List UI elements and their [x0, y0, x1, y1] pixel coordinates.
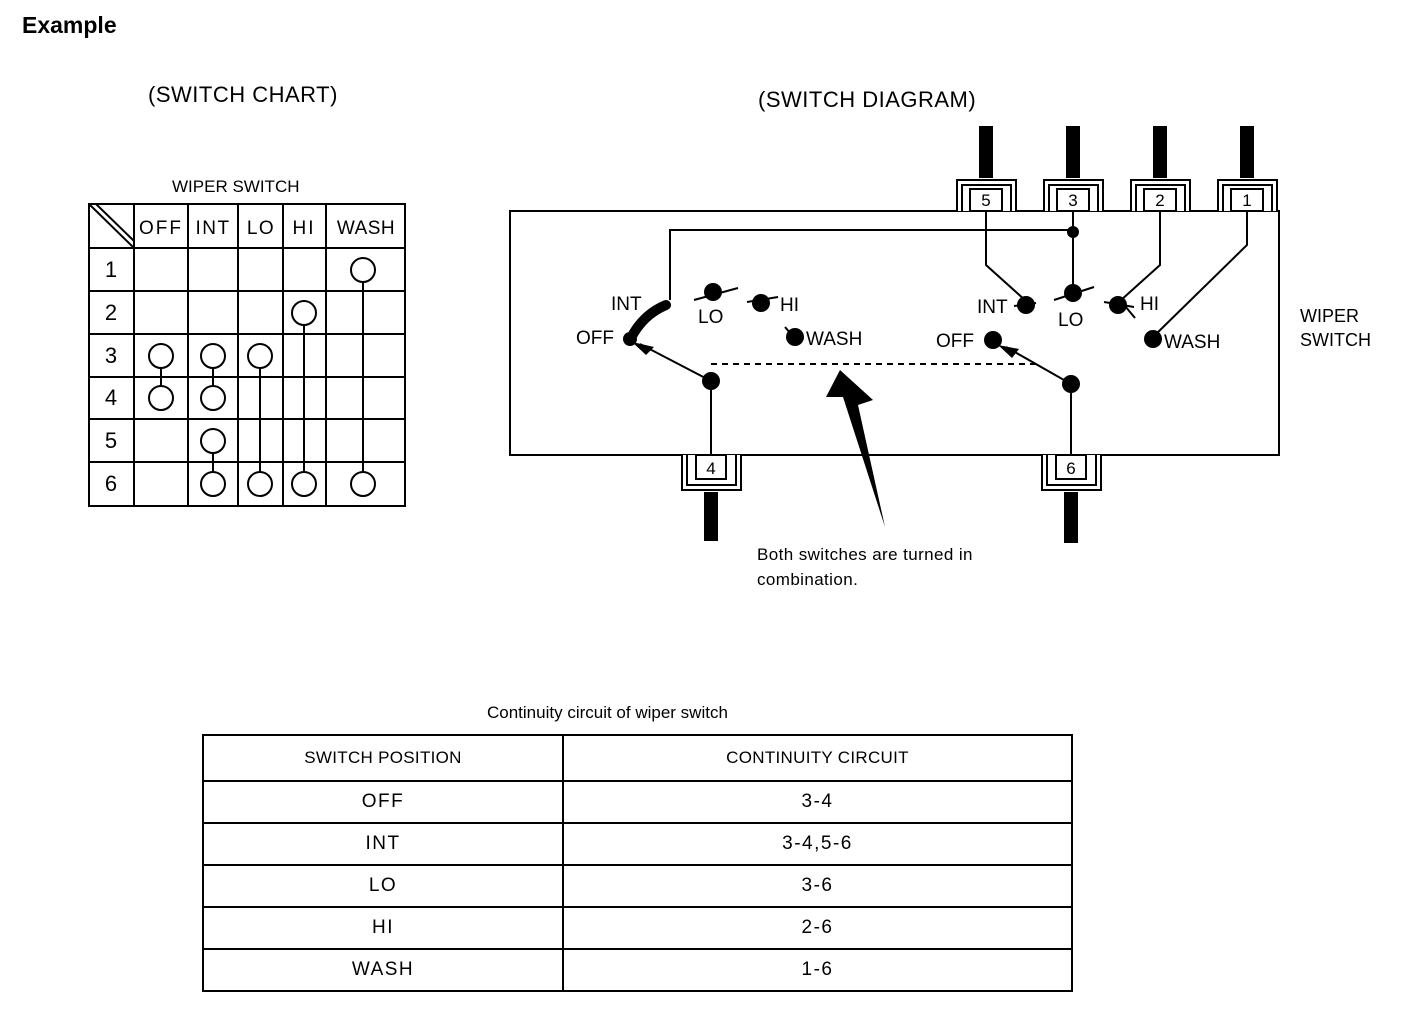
table-row: LO 3-6	[202, 864, 1073, 908]
chart-col-lo: LO	[247, 218, 275, 239]
terminal-4: 4	[706, 459, 715, 478]
wiper-label-line1: WIPER	[1300, 306, 1360, 326]
chart-row-2: 2	[105, 300, 117, 325]
switch-body	[509, 210, 1280, 456]
position-cell: LO	[202, 864, 564, 908]
right-hi-label: HI	[1140, 294, 1159, 315]
continuity-marker	[148, 343, 174, 369]
position-cell: INT	[202, 822, 564, 866]
terminal-2: 2	[1155, 191, 1164, 210]
circuit-cell: 3-4,5-6	[562, 822, 1073, 866]
switch-chart-grid	[88, 203, 406, 507]
circuit-cell: 3-4	[562, 780, 1073, 824]
chart-row-6: 6	[105, 471, 117, 496]
switch-diagram-heading: (SWITCH DIAGRAM)	[758, 87, 977, 112]
table-row: HI 2-6	[202, 906, 1073, 950]
diagram-caption: Both switches are turned in combination.	[757, 542, 973, 592]
switch-chart-connections	[148, 257, 376, 497]
left-lo-label: LO	[698, 307, 723, 328]
circuit-cell: 1-6	[562, 948, 1073, 992]
caption-line2: combination.	[757, 570, 859, 589]
table-header-row: SWITCH POSITION CONTINUITY CIRCUIT	[202, 734, 1073, 782]
chart-row-1: 1	[105, 257, 117, 282]
terminal-6: 6	[1066, 459, 1075, 478]
continuity-table-caption: Continuity circuit of wiper switch	[487, 703, 728, 722]
right-int-label: INT	[977, 297, 1008, 318]
continuity-marker	[247, 471, 273, 497]
chart-col-int: INT	[195, 218, 230, 239]
bottom-wires	[704, 492, 1078, 543]
table-row: INT 3-4,5-6	[202, 822, 1073, 866]
position-cell: OFF	[202, 780, 564, 824]
right-lo-label: LO	[1058, 310, 1083, 331]
right-off-label: OFF	[936, 331, 974, 352]
left-wash-label: WASH	[806, 329, 862, 350]
circuit-cell: 2-6	[562, 906, 1073, 950]
wiper-switch-label: WIPER SWITCH	[1300, 304, 1371, 352]
circuit-cell: 3-6	[562, 864, 1073, 908]
continuity-marker	[291, 300, 317, 326]
chart-corner-diagonal	[88, 203, 135, 249]
chart-border	[88, 203, 406, 507]
continuity-marker	[350, 257, 376, 283]
left-off-label: OFF	[576, 328, 614, 349]
contact-dots	[623, 226, 1162, 393]
switch-chart-heading: (SWITCH CHART)	[148, 82, 338, 107]
continuity-marker	[350, 471, 376, 497]
wiper-label-line2: SWITCH	[1300, 330, 1371, 350]
terminal-5: 5	[981, 191, 990, 210]
continuity-table: SWITCH POSITION CONTINUITY CIRCUIT OFF 3…	[202, 734, 1073, 992]
chart-col-off: OFF	[139, 218, 183, 239]
caption-line1: Both switches are turned in	[757, 545, 973, 564]
table-row: OFF 3-4	[202, 780, 1073, 824]
arrowheads	[632, 342, 1019, 358]
combination-arrow	[826, 370, 885, 527]
continuity-marker	[148, 385, 174, 411]
header-switch-position: SWITCH POSITION	[202, 734, 564, 782]
right-wash-label: WASH	[1164, 332, 1220, 353]
continuity-marker	[291, 471, 317, 497]
chart-corner-diagonal	[95, 203, 135, 242]
left-int-label: INT	[611, 294, 642, 315]
position-cell: WASH	[202, 948, 564, 992]
top-wires	[979, 126, 1254, 178]
continuity-marker	[247, 343, 273, 369]
top-connectors	[956, 179, 1278, 212]
terminal-3: 3	[1068, 191, 1077, 210]
switch-chart-title: WIPER SWITCH	[172, 177, 300, 196]
page-heading: Example	[22, 12, 117, 38]
chart-col-hi: HI	[293, 218, 316, 239]
continuity-marker	[200, 471, 226, 497]
chart-row-3: 3	[105, 343, 117, 368]
position-cell: HI	[202, 906, 564, 950]
chart-col-wash: WASH	[337, 218, 395, 239]
left-hi-label: HI	[780, 295, 799, 316]
chart-row-4: 4	[105, 385, 117, 410]
continuity-marker	[200, 385, 226, 411]
bottom-connectors	[681, 454, 1102, 491]
continuity-marker	[200, 428, 226, 454]
continuity-marker	[200, 343, 226, 369]
terminal-1: 1	[1242, 191, 1251, 210]
chart-row-5: 5	[105, 428, 117, 453]
table-row: WASH 1-6	[202, 948, 1073, 992]
header-continuity-circuit: CONTINUITY CIRCUIT	[562, 734, 1073, 782]
